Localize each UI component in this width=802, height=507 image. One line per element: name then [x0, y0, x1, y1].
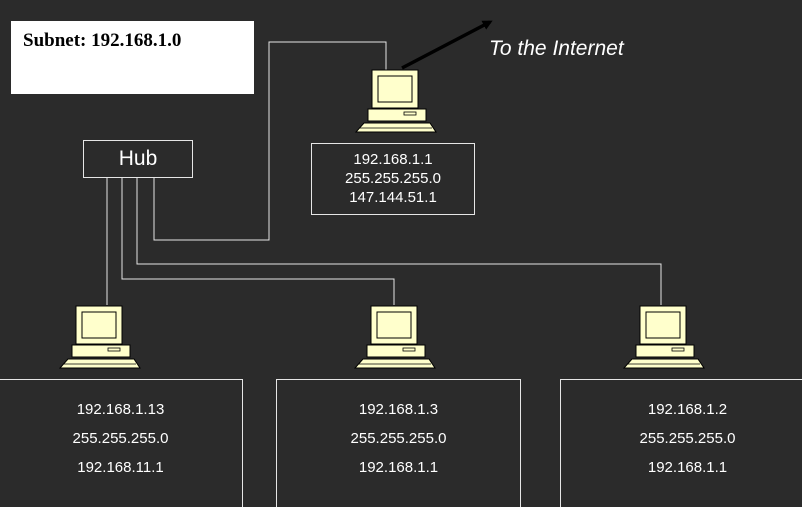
desktop-computer-icon: [622, 305, 705, 369]
host-info-box: 192.168.1.3 255.255.255.0 192.168.1.1: [276, 379, 521, 507]
host-info-box: 192.168.1.13 255.255.255.0 192.168.11.1: [0, 379, 243, 507]
host-gateway: 192.168.1.1: [647, 459, 728, 476]
wire-hub-to-gateway: [153, 41, 387, 241]
subnet-title: Subnet: 192.168.1.0: [23, 30, 182, 51]
host-mask: 255.255.255.0: [72, 430, 169, 447]
host-mask: 255.255.255.0: [639, 430, 736, 447]
host-gateway: 192.168.11.1: [77, 459, 164, 476]
internet-label: To the Internet: [489, 37, 624, 60]
host-mask: 255.255.255.0: [350, 430, 447, 447]
gateway-info-box: 192.168.1.1 255.255.255.0 147.144.51.1: [311, 143, 475, 215]
desktop-computer-icon: [354, 69, 437, 133]
wire-hub-to-host-2: [136, 178, 662, 305]
hub-label: Hub: [118, 147, 158, 170]
gateway-external-ip: 147.144.51.1: [349, 189, 437, 206]
host-gateway: 192.168.1.1: [358, 459, 439, 476]
host-info-box: 192.168.1.2 255.255.255.0 192.168.1.1: [560, 379, 802, 507]
desktop-computer-icon: [58, 305, 141, 369]
desktop-computer-icon: [353, 305, 436, 369]
wire-hub-to-host-3: [121, 178, 395, 305]
arrow-up-right-icon: [401, 20, 493, 70]
gateway-mask: 255.255.255.0: [345, 170, 441, 187]
hub-box: Hub: [83, 140, 193, 178]
host-ip: 192.168.1.3: [358, 401, 439, 418]
subnet-label-box: Subnet: 192.168.1.0: [11, 21, 254, 94]
gateway-ip: 192.168.1.1: [353, 151, 433, 168]
host-ip: 192.168.1.13: [76, 401, 165, 418]
host-ip: 192.168.1.2: [647, 401, 728, 418]
